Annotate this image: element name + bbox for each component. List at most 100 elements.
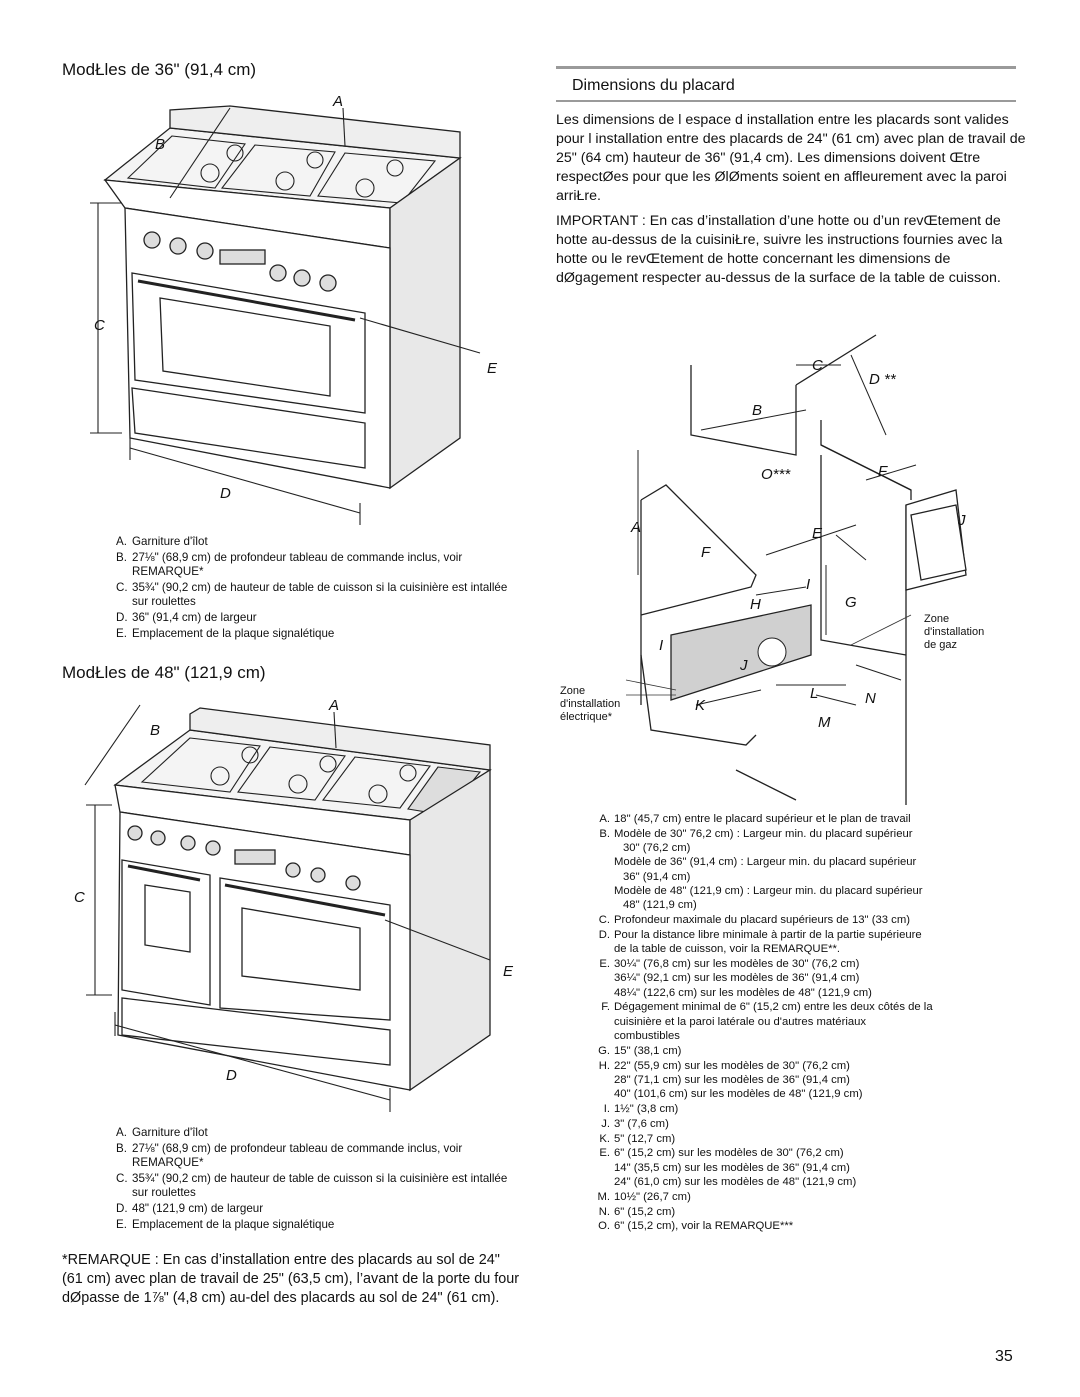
caption-text: Emplacement de la plaque signalétique — [132, 1218, 335, 1231]
legend-line: 10½" (26,7 cm) — [614, 1190, 691, 1203]
label-cab-f-left: F — [701, 544, 711, 561]
legend-row: I. 1½" (3,8 cm) — [588, 1102, 1028, 1116]
label-cab-a: A — [631, 519, 642, 536]
legend-key: K. — [599, 1132, 610, 1145]
legend-line: 30" (76,2 cm) — [623, 842, 691, 855]
label-cab-l: L — [810, 685, 819, 702]
legend-row: G.15" (38,1 cm) — [588, 1044, 1028, 1058]
legend-key: B. — [599, 827, 610, 840]
legend-line: Profondeur maximale du placard supérieur… — [614, 914, 910, 927]
label-e-36: E — [487, 360, 498, 377]
legend-line: de la table de cuisson, voir la REMARQUE… — [614, 943, 841, 956]
gas-zone-line: de gaz — [924, 639, 958, 651]
caption-text: Garniture d'îlot — [132, 1126, 208, 1139]
legend-row: D. Pour la distance libre minimale à par… — [588, 928, 1028, 957]
caption-text: 27⅛" (68,9 cm) de profondeur tableau de … — [132, 1142, 463, 1169]
label-cab-n: N — [865, 690, 876, 707]
legend-key: D. — [598, 928, 610, 941]
caption-text: Emplacement de la plaque signalétique — [132, 627, 335, 640]
legend-key: M. — [597, 1190, 610, 1203]
caption-text: Garniture d'îlot — [132, 535, 208, 548]
cabinet-diagram — [625, 334, 967, 805]
remark-note: *REMARQUE : En cas d’installation entre … — [62, 1252, 520, 1306]
legend-row: O.6" (15,2 cm), voir la REMARQUE*** — [588, 1219, 1028, 1233]
caption-36: A.Garniture d'îlot B.27⅛" (68,9 cm) de p… — [116, 535, 516, 643]
label-cab-f-right: F — [878, 463, 888, 480]
legend-key: J. — [601, 1117, 610, 1130]
caption-48: A.Garniture d'îlot B.27⅛" (68,9 cm) de p… — [116, 1126, 516, 1234]
caption-text: 35¾" (90,2 cm) de hauteur de table de cu… — [132, 1172, 508, 1199]
legend-key: F. — [601, 1001, 610, 1014]
legend-line: 18" (45,7 cm) entre le placard supérieur… — [614, 813, 911, 825]
legend-line: Pour la distance libre minimale à partir… — [614, 928, 922, 941]
legend-row: C. Profondeur maximale du placard supérie… — [588, 913, 1028, 927]
caption-key: B. — [116, 1142, 127, 1155]
gas-zone-line: d'installation — [924, 626, 985, 638]
caption-key: D. — [116, 1202, 128, 1215]
gas-zone-label: Zone d'installation de gaz — [924, 613, 984, 652]
label-c-36: C — [94, 317, 105, 334]
legend-key: I. — [603, 1102, 610, 1115]
legend-line: 36" (91,4 cm) — [623, 870, 691, 883]
caption-key: C. — [116, 581, 128, 594]
label-cab-e: E — [812, 525, 823, 542]
label-cab-o: O*** — [761, 466, 791, 483]
caption-key: A. — [116, 535, 127, 548]
legend-line: 24" (61,0 cm) sur les modèles de 48" (12… — [614, 1175, 857, 1188]
range-36-diagram — [90, 105, 481, 525]
intro-paragraph-1: Les dimensions de l espace d installatio… — [556, 112, 1026, 204]
label-b-36: B — [155, 136, 166, 153]
legend-line: cuisinière et la paroi latérale ou d'aut… — [614, 1015, 867, 1028]
legend-row: B. Modèle de 30" 76,2 cm) : Largeur min.… — [588, 827, 1028, 913]
legend-row: K. 5" (12,7 cm) — [588, 1132, 1028, 1146]
label-cab-i-right: I — [806, 576, 811, 593]
label-c-48: C — [74, 889, 85, 906]
legend-key: O. — [598, 1220, 610, 1233]
label-cab-j-left: J — [740, 657, 748, 674]
legend-row: E. 6" (15,2 cm) sur les modèles de 30" (… — [588, 1146, 1028, 1189]
legend-line: Modèle de 48" (121,9 cm) : Largeur min. … — [614, 884, 923, 897]
label-cab-h: H — [750, 596, 761, 613]
legend-line: 48¼" (122,6 cm) sur les modèles de 48" (… — [614, 986, 872, 999]
section-rule-bottom — [556, 100, 1016, 102]
label-d-48: D — [226, 1067, 237, 1084]
caption-text: 36" (91,4 cm) de largeur — [132, 611, 257, 624]
legend-key: G. — [598, 1044, 610, 1057]
caption-text: 27⅛" (68,9 cm) de profondeur tableau de … — [132, 551, 463, 578]
label-cab-b: B — [752, 402, 763, 419]
legend-line: 1½" (3,8 cm) — [614, 1102, 679, 1115]
gas-zone-line: Zone — [924, 613, 950, 625]
label-cab-j-right: J — [958, 512, 966, 529]
legend-key: E. — [599, 957, 610, 970]
caption-key: D. — [116, 611, 128, 624]
label-b-48: B — [150, 722, 161, 739]
caption-key: E. — [116, 627, 127, 640]
legend-line: Dégagement minimal de 6" (15,2 cm) entre… — [614, 1001, 933, 1014]
electric-zone-line: Zone — [560, 685, 586, 697]
legend-line: Modèle de 36" (91,4 cm) : Largeur min. d… — [614, 856, 917, 869]
intro-paragraph-2: IMPORTANT : En cas d’installation d’une … — [556, 213, 1003, 286]
legend-line: 48" (121,9 cm) — [623, 899, 697, 912]
label-a-48: A — [329, 697, 340, 714]
label-cab-k: K — [695, 697, 706, 714]
legend-row: J. 3" (7,6 cm) — [588, 1117, 1028, 1131]
dimension-legend: A.18" (45,7 cm) entre le placard supérie… — [588, 812, 1028, 1234]
label-d-36: D — [220, 485, 231, 502]
legend-line: 28" (71,1 cm) sur les modèles de 36" (91… — [614, 1073, 850, 1086]
legend-row: M. 10½" (26,7 cm) — [588, 1190, 1028, 1204]
legend-line: 14" (35,5 cm) sur les modèles de 36" (91… — [614, 1161, 850, 1174]
legend-key: C. — [598, 914, 610, 927]
caption-key: C. — [116, 1172, 128, 1185]
label-cab-g: G — [845, 594, 857, 611]
legend-key: H. — [598, 1059, 610, 1072]
electric-zone-label: Zone d'installation électrique* — [560, 685, 620, 724]
electric-zone-line: électrique* — [560, 711, 612, 723]
section-rule-top — [556, 66, 1016, 69]
legend-line: 5" (12,7 cm) — [614, 1132, 676, 1145]
legend-line: 6" (15,2 cm) — [614, 1205, 676, 1218]
range-48-diagram — [84, 704, 492, 1112]
caption-text: 35¾" (90,2 cm) de hauteur de table de cu… — [132, 581, 508, 608]
legend-row: F. Dégagement minimal de 6" (15,2 cm) en… — [588, 1000, 1028, 1043]
legend-line: 3" (7,6 cm) — [614, 1117, 669, 1130]
legend-row: N.6" (15,2 cm) — [588, 1205, 1028, 1219]
